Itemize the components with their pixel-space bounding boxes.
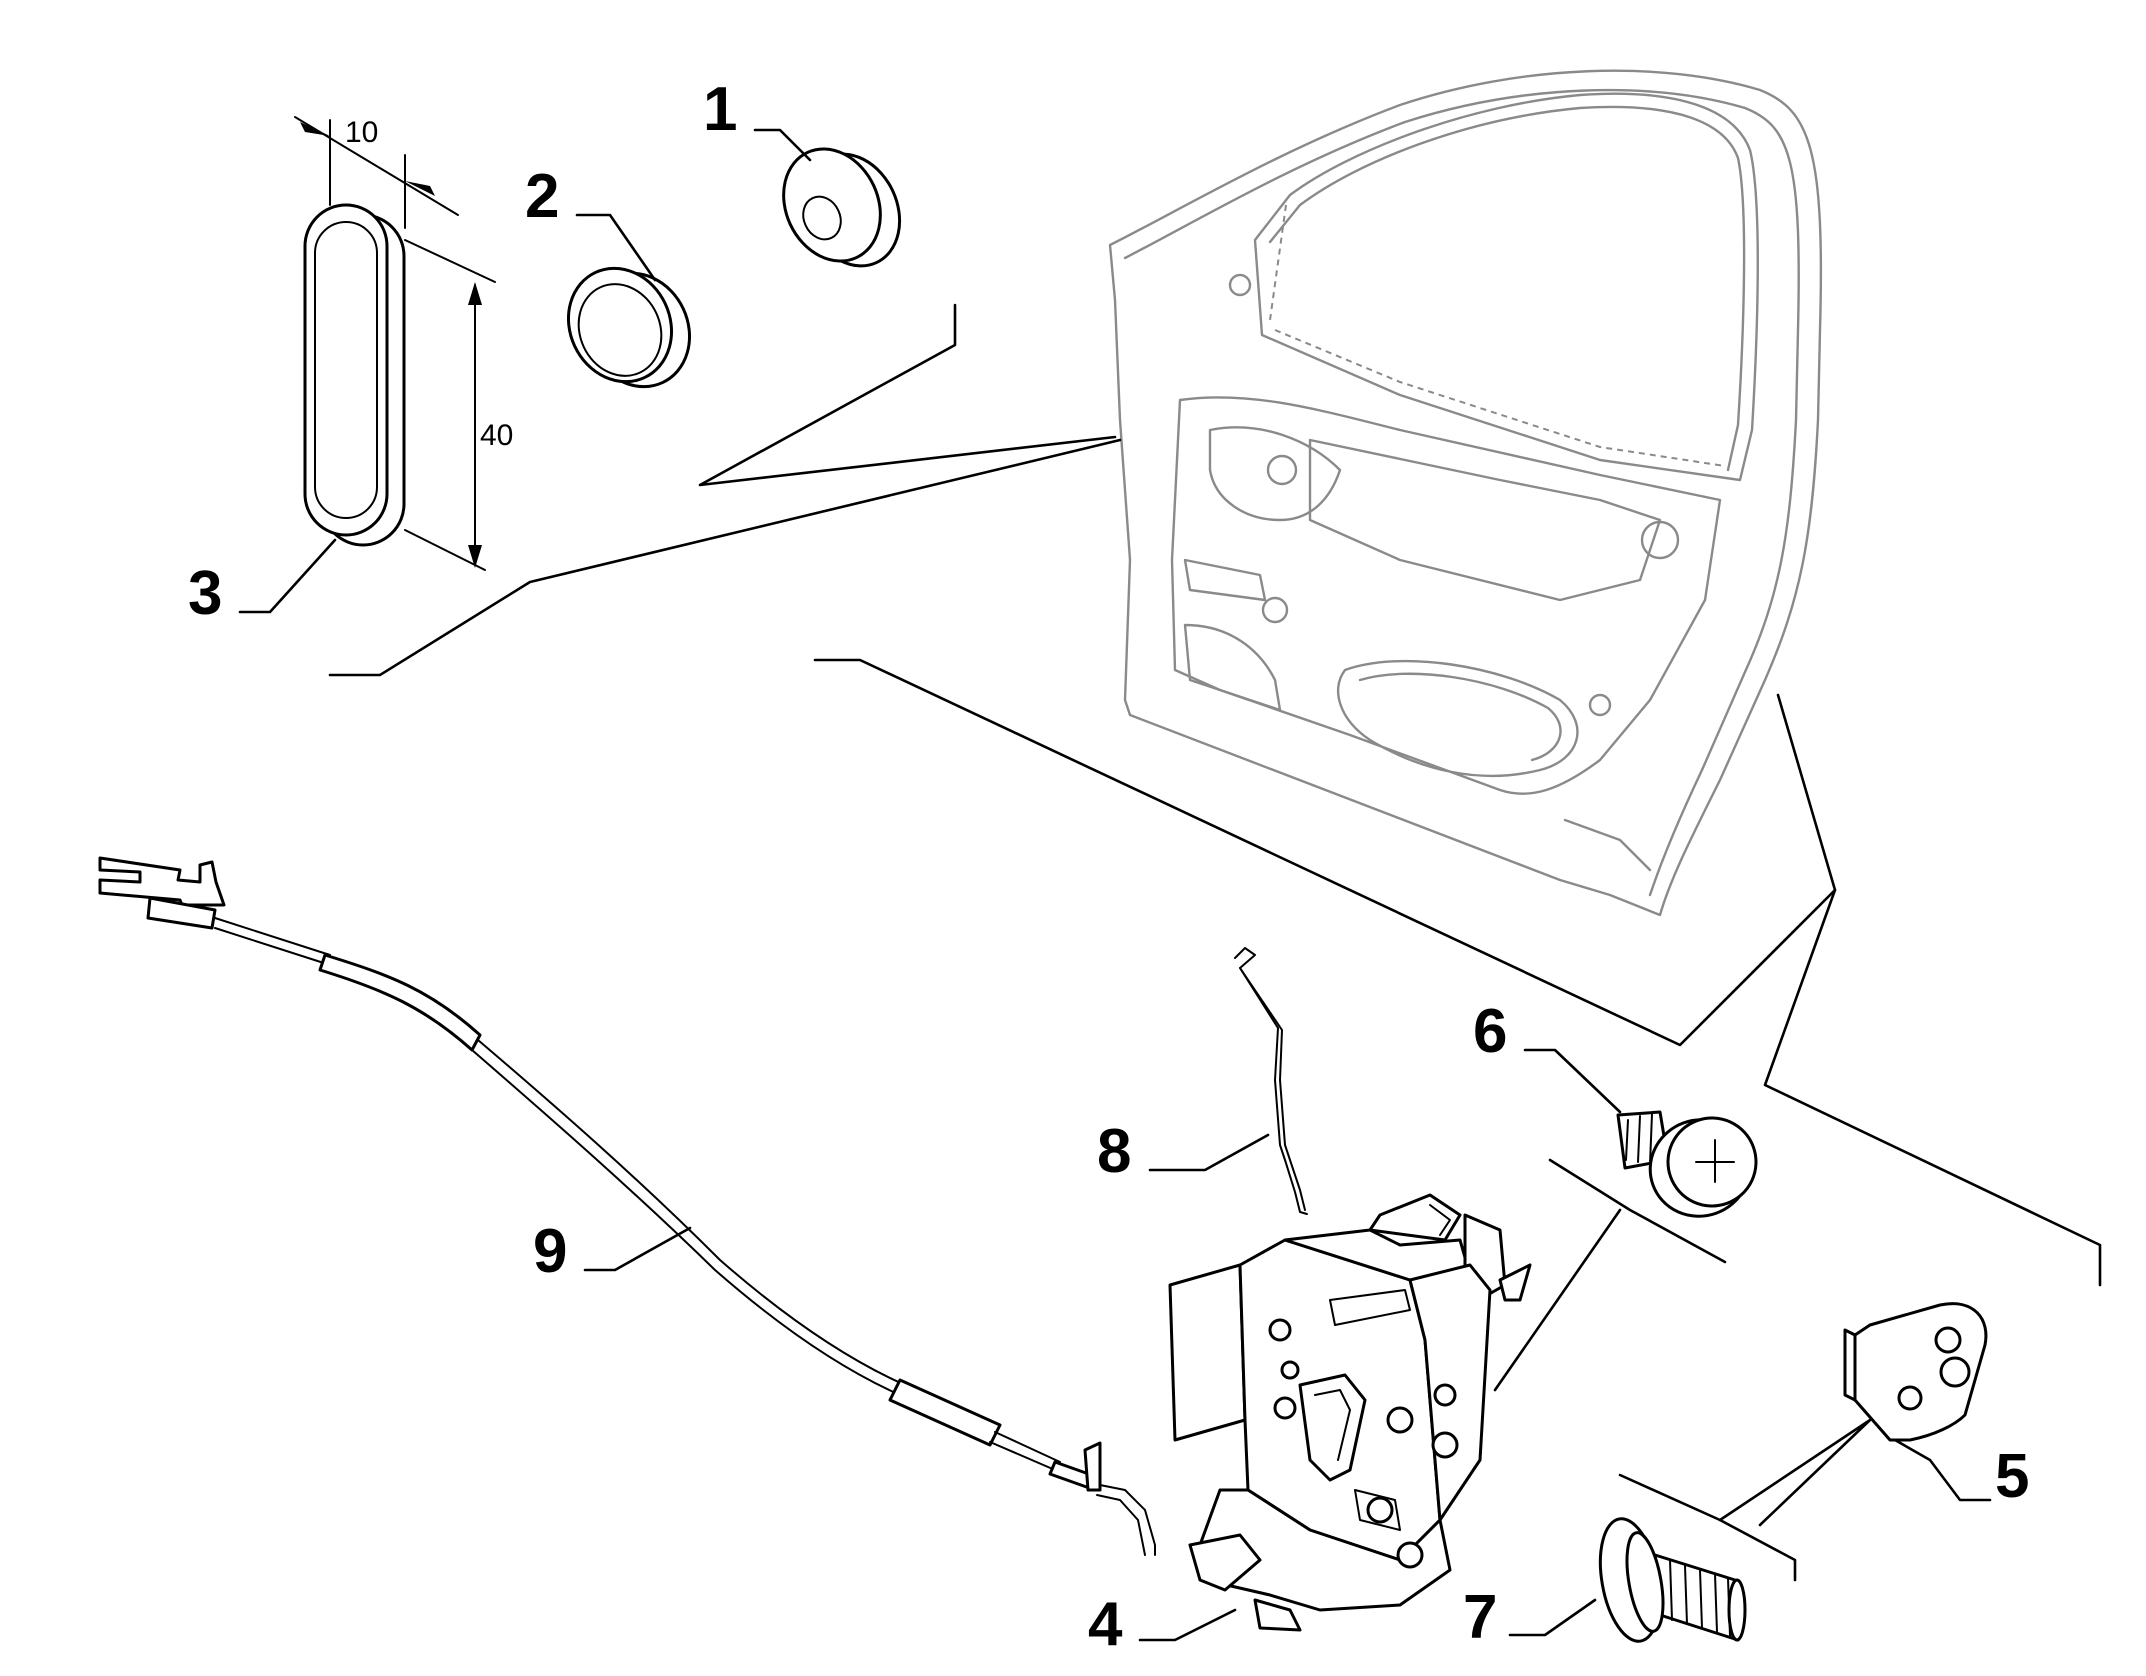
leader-lines xyxy=(328,303,2102,1582)
callout-2: 2 xyxy=(525,162,559,231)
dimension-width-label: 10 xyxy=(345,116,378,149)
part-3-dimension-lines xyxy=(294,116,496,571)
part-2-plug xyxy=(566,266,692,389)
callout-4: 4 xyxy=(1088,1590,1123,1659)
part-1-plug xyxy=(782,147,902,268)
part-3-oval-plug xyxy=(303,203,406,547)
callout-3: 3 xyxy=(188,559,222,628)
part-6-screw xyxy=(1616,1110,1758,1218)
part-9-cable xyxy=(98,856,1156,1556)
callout-6: 6 xyxy=(1473,997,1507,1066)
part-4-lock-mechanism xyxy=(1168,1193,1532,1632)
callout-5: 5 xyxy=(1995,1442,2029,1511)
door-panel xyxy=(1108,69,1823,917)
part-5-plate xyxy=(1843,1302,1988,1442)
callout-1: 1 xyxy=(703,75,737,144)
dimension-height-label: 40 xyxy=(480,419,513,452)
part-8-rod xyxy=(1234,947,1308,1215)
callout-8: 8 xyxy=(1097,1117,1131,1186)
callout-leaders xyxy=(238,128,1992,1642)
part-7-bolt xyxy=(1598,1517,1747,1643)
callout-9: 9 xyxy=(533,1217,567,1286)
callout-7: 7 xyxy=(1463,1583,1497,1652)
